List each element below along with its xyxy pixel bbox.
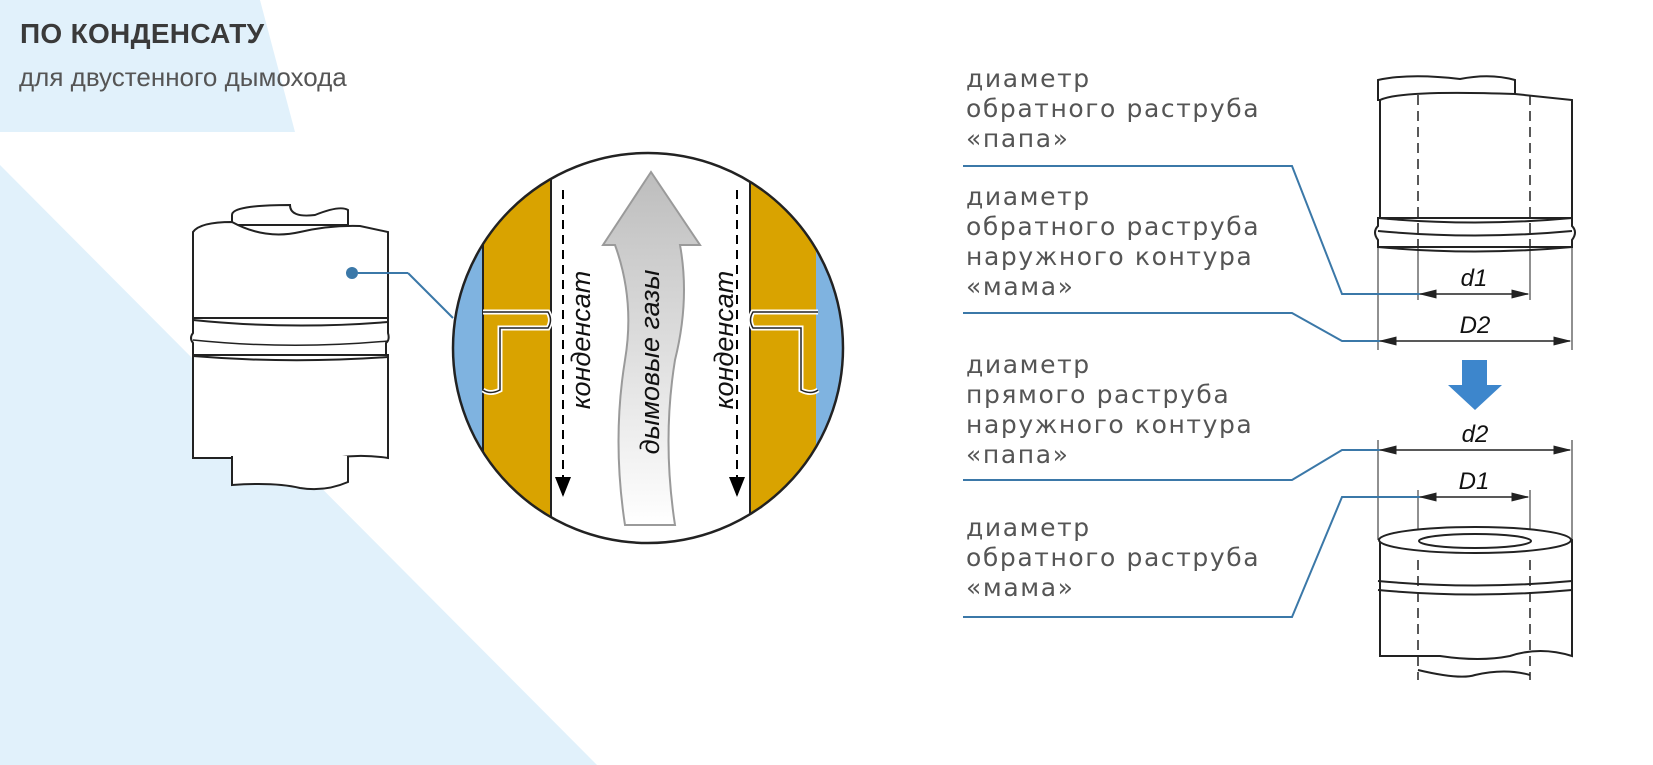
label-leaders — [963, 165, 1420, 618]
dim-D1-label: D1 — [1459, 468, 1490, 495]
label-papa-reverse-diameter: диаметр обратного раструба «папа» — [966, 64, 1261, 153]
dim-D2-label: D2 — [1460, 312, 1491, 339]
dim-d2-label: d2 — [1462, 421, 1489, 448]
page-title: ПО КОНДЕНСАТУ — [20, 18, 265, 49]
pipe-illustration — [190, 203, 390, 491]
condensate-label-right: конденсат — [709, 271, 739, 409]
flue-gas-arrow — [601, 170, 702, 526]
flue-gases-label: дымовые газы — [635, 270, 665, 455]
lower-pipe-mama — [1377, 526, 1573, 680]
label-mama-reverse-diameter: диаметр обратного раструба «мама» — [966, 513, 1261, 602]
callout-leader — [346, 267, 454, 319]
label-mama-outer-reverse-diameter: диаметр обратного раструба наружного кон… — [966, 182, 1261, 301]
callout-circle — [451, 151, 845, 545]
label-papa-outer-direct-diameter: диаметр прямого раструба наружного конту… — [966, 350, 1254, 469]
upper-pipe-papa — [1374, 75, 1576, 350]
condensate-label-left: конденсат — [566, 271, 596, 409]
connect-arrow-icon — [1448, 360, 1502, 410]
page-subtitle: для двустенного дымохода — [19, 62, 347, 92]
dim-d1-label: d1 — [1461, 265, 1488, 292]
